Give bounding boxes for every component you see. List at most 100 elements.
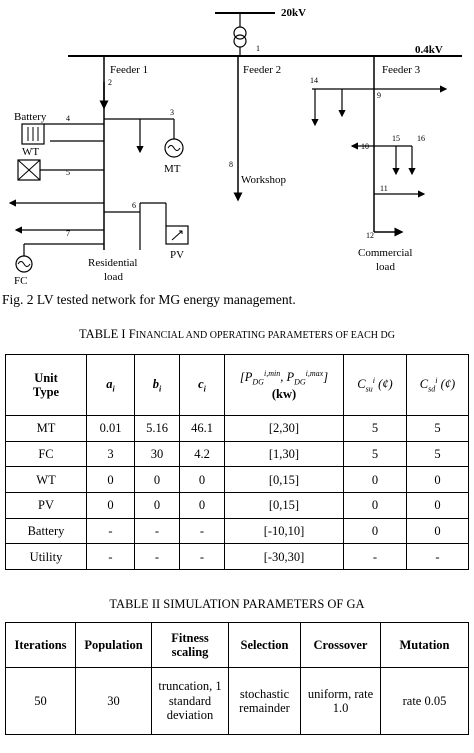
table-2-header-cell: Mutation <box>380 622 469 668</box>
header-power-limits-formula: [PDGi,min, PDGi,max] <box>239 368 329 387</box>
table-cell: 0 <box>179 492 225 519</box>
table-cell: - <box>86 543 135 571</box>
node-9-label: 9 <box>377 91 381 100</box>
feeder-3-label: Feeder 3 <box>382 64 421 76</box>
figure-caption: Fig. 2 LV tested network for MG energy m… <box>2 292 296 307</box>
table-cell: 3 <box>86 440 135 468</box>
table-cell: 30 <box>75 667 152 735</box>
header-c: ci <box>179 354 225 416</box>
node-7-label: 7 <box>66 229 70 238</box>
workshop-load-label: Workshop <box>241 174 286 186</box>
node-1-label: 1 <box>256 44 260 53</box>
header-startup-subscript: su <box>365 384 373 394</box>
table-cell: 5 <box>406 440 469 468</box>
node-2-label: 2 <box>108 78 112 87</box>
header-startup-currency: (¢) <box>378 377 393 392</box>
table-cell: [-10,10] <box>224 517 344 545</box>
header-a-subscript: i <box>112 384 115 394</box>
table-1-title-rest: INANCIAL AND OPERATING PARAMETERS OF EAC… <box>135 330 395 341</box>
feeder-1-label: Feeder 1 <box>110 64 148 76</box>
unit-type-cell: PV <box>5 492 87 519</box>
residential-load-label-line2: load <box>104 271 123 283</box>
header-shutdown-subscript: sd <box>428 384 436 394</box>
node-12-label: 12 <box>366 231 374 240</box>
table-cell: 0 <box>179 466 225 494</box>
lv-network-diagram: 20kV 1 0.4kV Feeder 1 Feeder 2 Feeder 3 … <box>8 7 462 287</box>
table-cell: 0 <box>86 492 135 519</box>
commercial-load-label-line1: Commercial <box>358 247 412 259</box>
table-cell: - <box>134 543 180 571</box>
fc-label: FC <box>14 275 27 287</box>
unit-type-cell: WT <box>5 466 87 494</box>
header-b-subscript: i <box>159 384 162 394</box>
node-5-label: 5 <box>66 168 70 177</box>
header-unit-type-line1: Unit <box>34 370 58 385</box>
node-4-label: 4 <box>66 114 70 123</box>
fc-generator-icon <box>15 255 33 273</box>
table-2-header-cell: Population <box>75 622 152 668</box>
node-3-label: 3 <box>170 108 174 117</box>
header-c-subscript: i <box>203 384 206 394</box>
unit-type-cell: FC <box>5 440 87 468</box>
table-cell: 5 <box>406 415 469 442</box>
unit-type-cell: MT <box>5 415 87 442</box>
table-cell: - <box>86 517 135 545</box>
header-power-limits-unit: (kw) <box>271 386 297 401</box>
table-row: Utility---[-30,30]-- <box>5 543 469 571</box>
table-cell: 5 <box>343 440 407 468</box>
table-cell: 50 <box>5 667 76 735</box>
table-cell: 0 <box>406 492 469 519</box>
table-cell: 0 <box>406 466 469 494</box>
node-15-label: 15 <box>392 134 400 143</box>
node-6-label: 6 <box>132 201 136 210</box>
header-b-symbol: b <box>152 376 159 391</box>
battery-icon <box>21 123 45 145</box>
table-cell: [-30,30] <box>224 543 344 571</box>
table-cell: 4.2 <box>179 440 225 468</box>
node-8-label: 8 <box>229 160 233 169</box>
table-cell: 30 <box>134 440 180 468</box>
table-cell: - <box>179 543 225 571</box>
header-a: ai <box>86 354 135 416</box>
pv-panel-icon <box>165 225 189 245</box>
commercial-load-label-line2: load <box>376 261 395 273</box>
node-11-label: 11 <box>380 184 388 193</box>
battery-label: Battery <box>14 111 47 123</box>
node-14-label: 14 <box>310 76 318 85</box>
grid-voltage-label: 20kV <box>281 7 306 19</box>
table-1-title: TABLE I FINANCIAL AND OPERATING PARAMETE… <box>0 327 474 342</box>
table-2-header-cell: Crossover <box>300 622 381 668</box>
table-cell: - <box>179 517 225 545</box>
unit-type-cell: Utility <box>5 543 87 571</box>
table-cell: 5 <box>343 415 407 442</box>
table-2-header-cell: Fitness scaling <box>151 622 229 668</box>
table-1-title-prefix: TABLE I F <box>79 327 136 341</box>
header-power-limits: [PDGi,min, PDGi,max] (kw) <box>224 354 344 416</box>
header-startup-cost: Csui (¢) <box>343 354 407 416</box>
mt-generator-icon <box>164 138 184 158</box>
bus-voltage-label: 0.4kV <box>415 44 443 56</box>
table-cell: rate 0.05 <box>380 667 469 735</box>
table-cell: [1,30] <box>224 440 344 468</box>
table-cell: truncation, 1 standard deviation <box>151 667 229 735</box>
table-cell: [0,15] <box>224 492 344 519</box>
table-cell: 0 <box>343 492 407 519</box>
header-shutdown-currency: (¢) <box>440 377 456 392</box>
mt-label: MT <box>164 163 181 175</box>
unit-type-cell: Battery <box>5 517 87 545</box>
table-cell: - <box>343 543 407 571</box>
table-cell: 5.16 <box>134 415 180 442</box>
wt-icon <box>17 159 41 181</box>
table-cell: 0 <box>134 492 180 519</box>
table-cell: 46.1 <box>179 415 225 442</box>
table-cell: 0 <box>134 466 180 494</box>
